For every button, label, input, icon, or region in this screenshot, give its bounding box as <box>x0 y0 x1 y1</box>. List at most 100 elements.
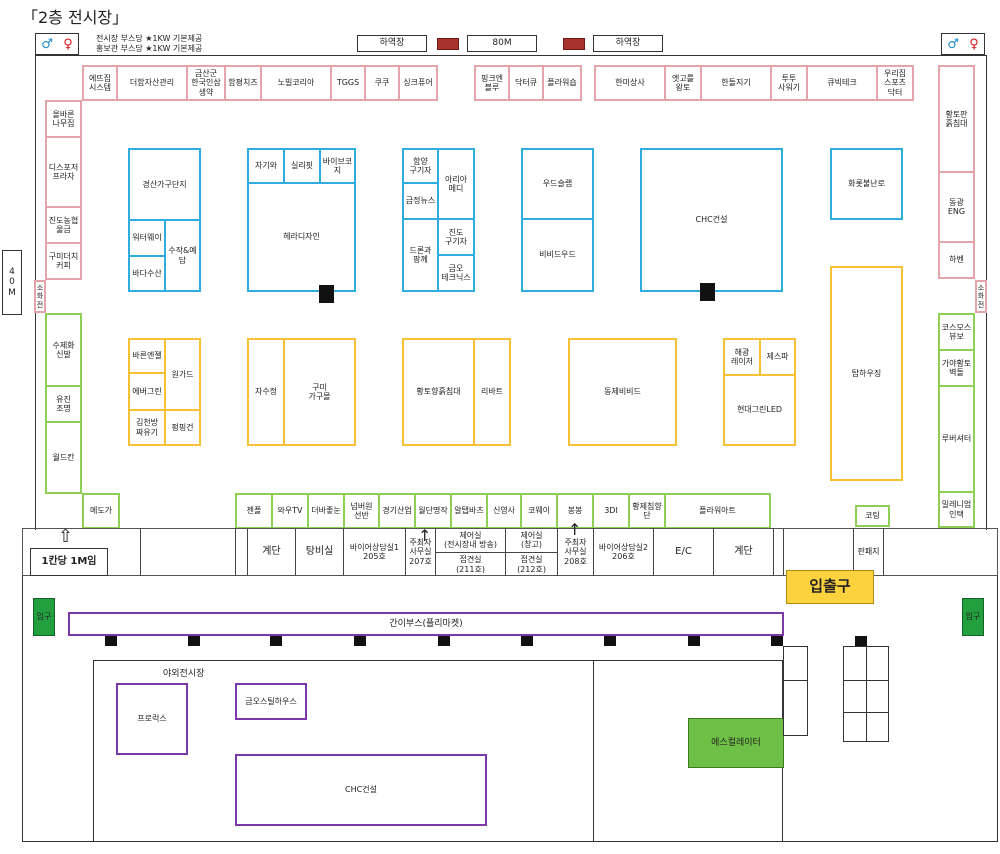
booth-green[interactable]: 황제침향 단 <box>628 493 666 529</box>
booth-blue[interactable]: 아리아 메디 <box>437 148 475 220</box>
booth-left[interactable]: 구미더치 커피 <box>45 242 82 280</box>
pillar <box>688 636 700 646</box>
booth-left[interactable]: 진도농협 울금 <box>45 206 82 244</box>
booth-top[interactable]: 큐빅테크 <box>806 65 878 101</box>
booth-yellow[interactable]: 리바트 <box>473 338 511 446</box>
booth-top[interactable]: 플라워숍 <box>542 65 582 101</box>
booth-green[interactable]: 코스모스 뷰보 <box>938 313 975 351</box>
pillar <box>700 283 715 301</box>
booth-yellow[interactable]: 원가드 <box>164 338 201 411</box>
booth-blue[interactable]: 금오 테크닉스 <box>437 254 475 292</box>
pillar <box>319 285 334 303</box>
booth-yellow[interactable]: 구미 가구몰 <box>283 338 356 446</box>
banner-booth: 판패지 <box>853 528 883 576</box>
booth-blue[interactable]: 바다수산 <box>128 255 166 292</box>
booth-blue[interactable]: 워터웨이 <box>128 219 166 257</box>
stair-frame <box>843 712 889 713</box>
booth-green[interactable]: 가야황토 벽돌 <box>938 349 975 387</box>
booth-left[interactable]: 올바른 나무집 <box>45 100 82 138</box>
outdoor-divider <box>593 660 594 842</box>
booth-top[interactable]: TGGS <box>330 65 366 101</box>
service-cell <box>783 528 853 576</box>
booth-top[interactable]: 쿠쿠 <box>364 65 400 101</box>
pillar <box>521 636 533 646</box>
booth-yellow[interactable]: 자수정 <box>247 338 285 446</box>
outdoor-booth[interactable]: 금오스틸하우스 <box>235 683 307 720</box>
pillar <box>604 636 616 646</box>
booth-top[interactable]: 엣고를 왕토 <box>664 65 702 101</box>
booth-green[interactable]: 코팅 <box>855 505 890 527</box>
service-cell <box>235 528 247 576</box>
booth-blue[interactable]: 함양 구기자 <box>402 148 439 184</box>
booth-top[interactable]: 금산군 한국인삼 생약 <box>186 65 226 101</box>
booth-green[interactable]: 경기산업 <box>378 493 416 529</box>
booth-blue[interactable]: 진도 구기자 <box>437 218 475 256</box>
booth-blue[interactable]: 바이브코 지 <box>319 148 356 184</box>
organizer-office-208: 주최자 사무실 208호 <box>557 528 593 576</box>
booth-yellow[interactable]: 펑핑건 <box>164 409 201 446</box>
booth-blue[interactable]: 경산가구단지 <box>128 148 201 221</box>
booth-green[interactable]: 코웨이 <box>520 493 558 529</box>
booth-yellow[interactable]: 에버그린 <box>128 372 166 411</box>
booth-green[interactable]: 신영사 <box>486 493 522 529</box>
booth-green[interactable]: 수제화 신발 <box>45 313 82 387</box>
booth-yellow[interactable]: 황토향흙침대 <box>402 338 475 446</box>
booth-blue[interactable]: 비비드우드 <box>521 218 594 292</box>
simple-booth-bar[interactable]: 간이부스(플리마켓) <box>68 612 784 636</box>
booth-blue[interactable]: CHC건설 <box>640 148 783 292</box>
pillar <box>771 636 783 646</box>
booth-blue[interactable]: 수작&예 담 <box>164 219 201 292</box>
booth-green[interactable]: 알탭바츠 <box>450 493 488 529</box>
booth-blue[interactable]: 화롯불난로 <box>830 148 903 220</box>
booth-top[interactable]: 우리집 스포츠 닥터 <box>876 65 914 101</box>
booth-top[interactable]: 함평치즈 <box>224 65 262 101</box>
booth-top[interactable]: 노빌코리아 <box>260 65 332 101</box>
booth-green[interactable]: 플라워아트 <box>664 493 771 529</box>
up-arrow-icon: ↑ <box>418 526 432 545</box>
booth-green[interactable]: 와우TV <box>271 493 309 529</box>
booth-green[interactable]: 밀레니엄 인택 <box>938 491 975 528</box>
booth-yellow[interactable]: 탑하우징 <box>830 266 903 481</box>
booth-green[interactable]: 메도가 <box>82 493 120 529</box>
booth-green[interactable]: 3DI <box>592 493 630 529</box>
booth-green[interactable]: 더바좋눈 <box>307 493 345 529</box>
booth-blue[interactable]: 자기와 <box>247 148 285 184</box>
booth-yellow[interactable]: 동제비비드 <box>568 338 677 446</box>
booth-left[interactable]: 디스포저 프라자 <box>45 136 82 208</box>
power-note: 전시장 부스당 ★1KW 기본제공 <box>96 34 203 43</box>
restroom-icon: ♂♀ <box>941 33 985 55</box>
booth-top[interactable]: 핑크엔 블루 <box>474 65 510 101</box>
booth-blue[interactable]: 금정뉴스 <box>402 182 439 220</box>
booth-green[interactable]: 루버셔터 <box>938 385 975 493</box>
booth-top[interactable]: 더함자산관리 <box>116 65 188 101</box>
booth-top[interactable]: 에뜨집 시스템 <box>82 65 118 101</box>
booth-right[interactable]: 동광 ENG <box>938 171 975 243</box>
booth-blue[interactable]: 드론과 팡께 <box>402 218 439 292</box>
booth-top[interactable]: 닥터큐 <box>508 65 544 101</box>
booth-right[interactable]: 황토판 흙침대 <box>938 65 975 173</box>
booth-top[interactable]: 한미상사 <box>594 65 666 101</box>
booth-green[interactable]: 월드칸 <box>45 421 82 494</box>
organizer-office-207: 주최자 사무실 207호 <box>405 528 435 576</box>
booth-right[interactable]: 하벤 <box>938 241 975 279</box>
up-arrow-icon: ↑ <box>568 520 582 539</box>
booth-yellow[interactable]: 제스파 <box>759 338 796 376</box>
booth-yellow[interactable]: 현대그린LED <box>723 374 796 446</box>
booth-yellow[interactable]: 해광 레이저 <box>723 338 761 376</box>
booth-top[interactable]: 싱크퓨어 <box>398 65 438 101</box>
booth-blue[interactable]: 우드슬랩 <box>521 148 594 220</box>
outdoor-booth[interactable]: CHC건설 <box>235 754 487 826</box>
booth-green[interactable]: 젠플 <box>235 493 273 529</box>
booth-green[interactable]: 유진 조명 <box>45 385 82 423</box>
booth-top[interactable]: 한돌지기 <box>700 65 772 101</box>
booth-yellow[interactable]: 바른엔젤 <box>128 338 166 374</box>
control-room-212: 제어실 (창고) <box>505 528 557 552</box>
booth-yellow[interactable]: 김천방 짜유기 <box>128 409 166 446</box>
booth-blue[interactable]: 헤라디자인 <box>247 182 356 292</box>
loading-dock: 하역장 <box>357 35 427 52</box>
booth-green[interactable]: 넘버원 선반 <box>343 493 380 529</box>
booth-green[interactable]: 월단명작 <box>414 493 452 529</box>
booth-blue[interactable]: 실리핏 <box>283 148 321 184</box>
outdoor-booth[interactable]: 프로럭스 <box>116 683 188 755</box>
booth-top[interactable]: 투투 사워기 <box>770 65 808 101</box>
